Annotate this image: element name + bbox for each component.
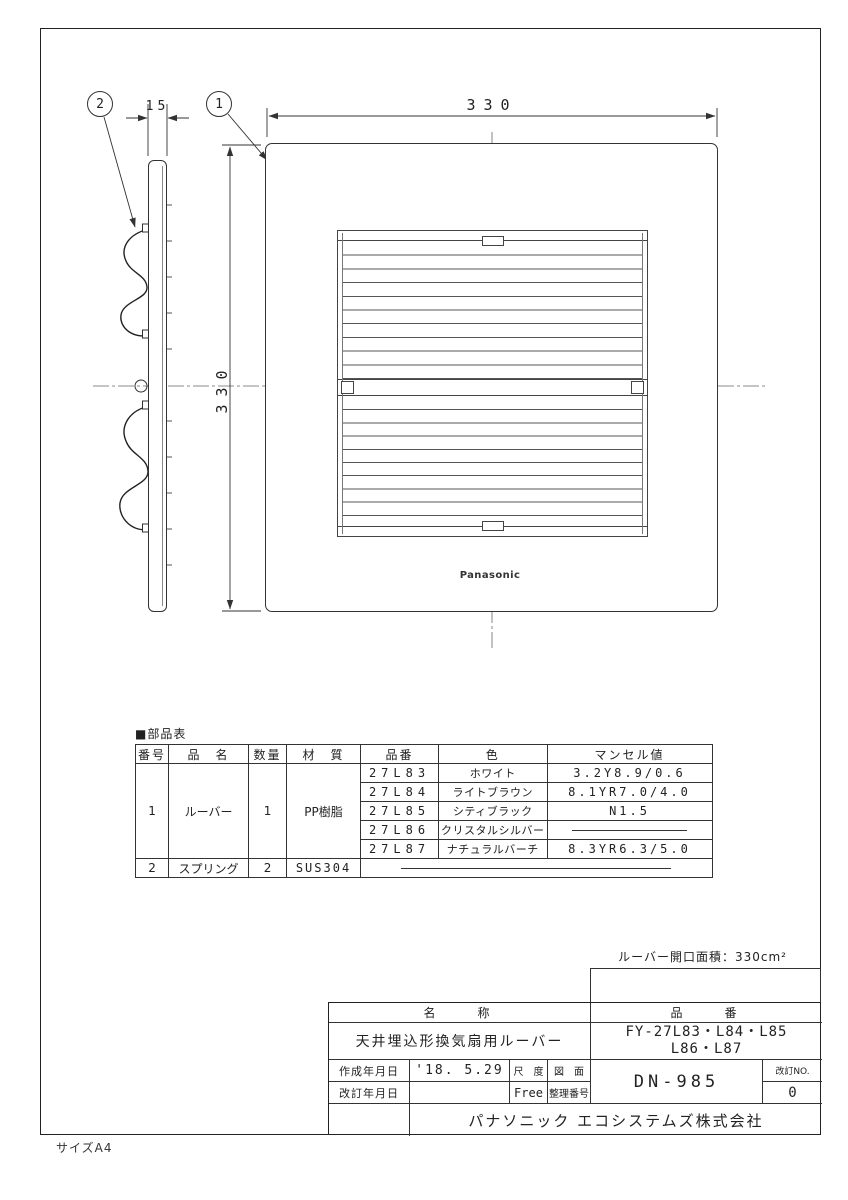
revision-no-label: 改訂NO. bbox=[763, 1060, 822, 1082]
variant-munsell: 8.3YR6.3/5.0 bbox=[546, 839, 713, 859]
header-name: 品 名 bbox=[168, 744, 250, 764]
scale-value: Free bbox=[510, 1082, 548, 1104]
side-view-slat-ticks bbox=[166, 204, 172, 566]
side-view-inner-line bbox=[162, 166, 163, 606]
row2-name: スプリング bbox=[168, 858, 250, 878]
scale-label: 尺 度 bbox=[510, 1060, 548, 1082]
variant-munsell: 8.1YR7.0/4.0 bbox=[546, 782, 713, 802]
row2-none bbox=[360, 858, 713, 878]
table-row: 27L86 クリスタルシルバー bbox=[136, 820, 713, 840]
variant-munsell: N1.5 bbox=[546, 801, 713, 821]
parts-table: 番号 品 名 数量 材 質 品番 色 マンセル値 1 ルーバー 1 PP樹脂 2… bbox=[134, 744, 713, 878]
variant-part-no: 27L85 bbox=[360, 801, 440, 821]
louver-mid-rail bbox=[338, 379, 647, 396]
balloon-1-number: 1 bbox=[215, 96, 223, 112]
row1-no: 1 bbox=[134, 763, 170, 859]
clip-top bbox=[482, 236, 504, 246]
title-block: 名 称 品 番 天井埋込形換気扇用ルーバー FY-27L83・L84・L85 L… bbox=[328, 1002, 822, 1136]
side-view bbox=[148, 160, 167, 612]
variant-color: ホワイト bbox=[438, 763, 548, 783]
drawing-label: 図 面 bbox=[548, 1060, 591, 1082]
row2-qty: 2 bbox=[248, 858, 288, 878]
clip-bottom bbox=[482, 521, 504, 531]
table-row: 1 ルーバー 1 PP樹脂 27L83 ホワイト 3.2Y8.9/0.6 bbox=[134, 763, 713, 859]
variant-munsell-none bbox=[546, 820, 713, 840]
center-knob bbox=[134, 379, 148, 393]
paper-size-label: サイズA4 bbox=[56, 1141, 113, 1155]
revision-date-value bbox=[410, 1082, 510, 1104]
product-name: 天井埋込形換気扇用ルーバー bbox=[329, 1023, 591, 1060]
variant-part-no: 27L87 bbox=[360, 839, 440, 859]
variant-color: クリスタルシルバー bbox=[438, 820, 548, 840]
parts-table-title: ■部品表 bbox=[135, 727, 187, 741]
header-munsell: マンセル値 bbox=[546, 744, 713, 764]
title-block-spare-cell bbox=[590, 968, 821, 1002]
variant-color: シティブラック bbox=[438, 801, 548, 821]
louver-slats-upper bbox=[343, 242, 642, 379]
opening-area-note: ルーバー開口面積：330cm² bbox=[618, 950, 787, 964]
clip-mid-right bbox=[631, 381, 644, 394]
louver-grille bbox=[337, 230, 648, 537]
balloon-1: 1 bbox=[206, 91, 232, 117]
parts-table-header-row: 番号 品 名 数量 材 質 品番 色 マンセル値 bbox=[134, 744, 713, 764]
variant-color: ナチュラルバーチ bbox=[438, 839, 548, 859]
variant-part-no: 27L83 bbox=[360, 763, 440, 783]
row2-material: SUS304 bbox=[286, 858, 362, 878]
variant-part-no: 27L86 bbox=[360, 820, 440, 840]
revision-no-value: 0 bbox=[763, 1082, 822, 1104]
spring-top bbox=[120, 228, 150, 337]
row1-qty: 1 bbox=[248, 763, 288, 859]
part-numbers-line2: L86・L87 bbox=[670, 1041, 743, 1057]
table-row: 27L84 ライトブラウン 8.1YR7.0/4.0 bbox=[136, 782, 713, 802]
drawing-ref-number: DN-985 bbox=[591, 1060, 763, 1104]
title-block-empty-cell bbox=[329, 1104, 410, 1136]
dim-width-label: 330 bbox=[466, 96, 518, 114]
row1-material: PP樹脂 bbox=[286, 763, 362, 859]
dim-width-lines bbox=[266, 108, 718, 137]
clip-mid-left bbox=[341, 381, 354, 394]
header-part-no: 品番 bbox=[360, 744, 440, 764]
blank-line bbox=[401, 867, 672, 869]
leader-balloon-2 bbox=[103, 116, 136, 228]
dim-thickness-label: 15 bbox=[145, 99, 170, 114]
row2-no: 2 bbox=[134, 858, 170, 878]
dim-height-label: 330 bbox=[213, 362, 231, 414]
product-part-numbers: FY-27L83・L84・L85 L86・L87 bbox=[591, 1023, 822, 1060]
created-date-label: 作成年月日 bbox=[329, 1060, 410, 1082]
company-name: パナソニック エコシステムズ株式会社 bbox=[468, 1111, 764, 1130]
variant-part-no: 27L84 bbox=[360, 782, 440, 802]
dim-thickness-lines bbox=[126, 104, 189, 156]
balloon-2: 2 bbox=[87, 91, 113, 117]
header-color: 色 bbox=[438, 744, 548, 764]
row1-name: ルーバー bbox=[168, 763, 250, 859]
leader-balloon-1 bbox=[227, 113, 268, 161]
part-no-header: 品 番 bbox=[591, 1003, 822, 1023]
blank-line bbox=[571, 829, 688, 831]
variant-munsell: 3.2Y8.9/0.6 bbox=[546, 763, 713, 783]
panasonic-logo: Panasonic bbox=[459, 570, 521, 581]
spring-bottom bbox=[119, 405, 150, 531]
header-qty: 数量 bbox=[248, 744, 288, 764]
table-row: 2 スプリング 2 SUS304 bbox=[134, 858, 713, 878]
variant-color: ライトブラウン bbox=[438, 782, 548, 802]
leader-lines bbox=[103, 113, 268, 228]
name-header: 名 称 bbox=[329, 1003, 591, 1023]
created-date-value: '18. 5.29 bbox=[410, 1060, 510, 1082]
part-numbers-line1: FY-27L83・L84・L85 bbox=[625, 1024, 788, 1040]
revision-date-label: 改訂年月日 bbox=[329, 1082, 410, 1104]
table-row: 27L87 ナチュラルバーチ 8.3YR6.3/5.0 bbox=[136, 839, 713, 859]
springs bbox=[119, 228, 150, 531]
table-row: 27L85 シティブラック N1.5 bbox=[136, 801, 713, 821]
balloon-2-number: 2 bbox=[96, 96, 104, 112]
header-no: 番号 bbox=[134, 744, 170, 764]
ref-label: 整理番号 bbox=[548, 1082, 591, 1104]
louver-slats-lower bbox=[343, 397, 642, 527]
header-material: 材 質 bbox=[286, 744, 362, 764]
